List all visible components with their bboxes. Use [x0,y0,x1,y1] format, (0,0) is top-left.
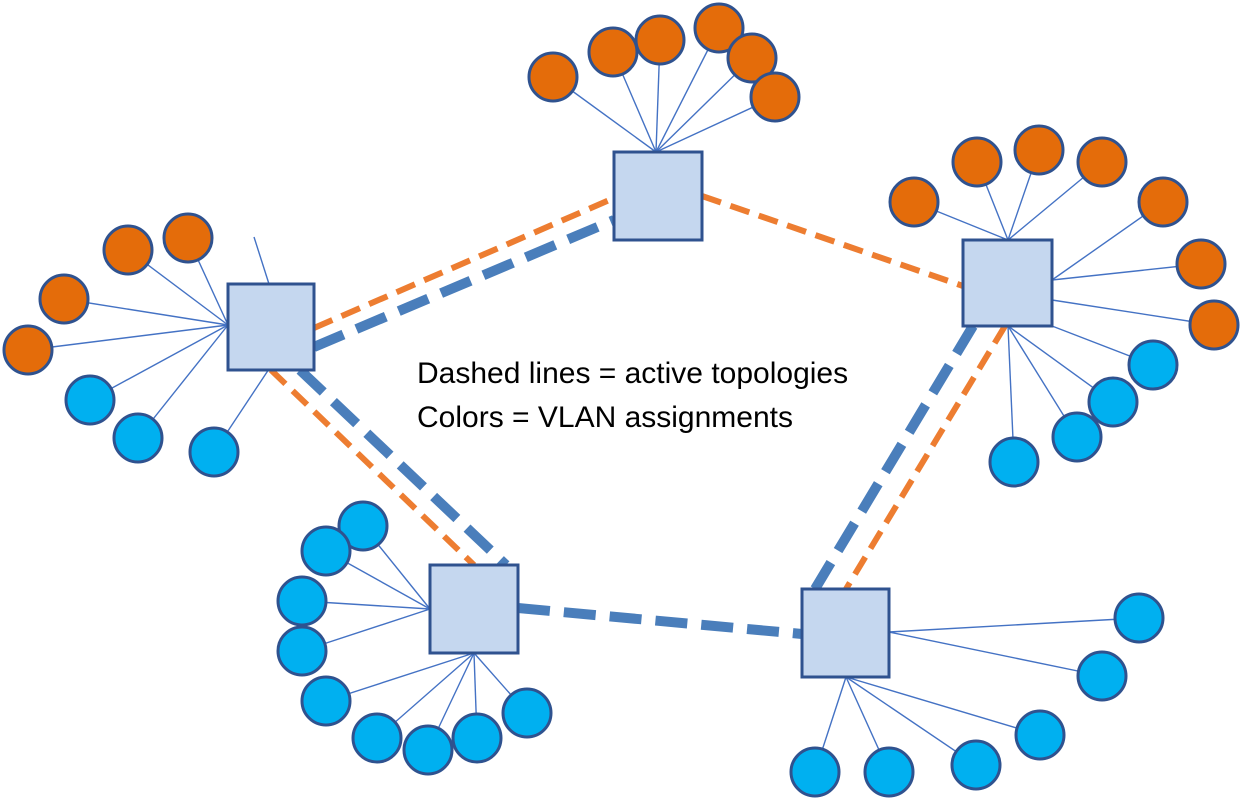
host-link [888,617,1140,633]
host-blue-vlan [337,500,389,552]
host-orange-vlan [162,212,214,264]
host-orange-vlan [726,32,778,84]
host-link [253,236,270,285]
host-link [1051,299,1215,326]
switch-bottom-right [800,587,891,679]
host-link [845,676,977,766]
host-orange-vlan [2,324,54,376]
host-blue-vlan [789,746,841,798]
legend-line-vlans: Colors = VLAN assignments [417,401,793,434]
switch-top [612,150,704,242]
legend-line-topologies: Dashed lines = active topologies [417,357,849,390]
host-blue-vlan [863,746,915,798]
host-blue-vlan [64,374,116,426]
host-blue-vlan [276,575,328,627]
host-blue-vlan [300,525,352,577]
legend: Dashed lines = active topologies Colors … [417,352,848,440]
host-blue-vlan [112,412,164,464]
topology-link-orange [701,193,964,289]
host-blue-vlan [188,426,240,478]
host-orange-vlan [1076,136,1128,188]
host-blue-vlan [351,712,403,764]
host-orange-vlan [587,26,639,78]
host-blue-vlan [1076,650,1128,702]
host-orange-vlan [1175,238,1227,290]
topology-link-orange [843,324,1008,591]
host-blue-vlan [1113,592,1165,644]
host-blue-vlan [1127,339,1179,391]
host-orange-vlan [888,176,940,228]
topology-link-blue [296,366,510,569]
host-blue-vlan [988,436,1040,488]
host-blue-vlan [300,675,352,727]
topology-link-orange [312,195,616,331]
host-blue-vlan [950,739,1002,791]
host-blue-vlan [501,687,553,739]
switches [226,150,1054,679]
host-orange-vlan [527,51,579,103]
host-blue-vlan [451,712,503,764]
host-blue-vlan [1087,376,1139,428]
host-orange-vlan [38,273,90,325]
host-link [63,298,229,326]
host-blue-vlan [1014,709,1066,761]
topology-link-blue [312,215,616,352]
host-blue-vlan [276,625,328,677]
topology-link-blue [517,603,803,639]
topology-links [268,193,1008,639]
host-orange-vlan [102,224,154,276]
host-blue-vlan [1051,411,1103,463]
host-orange-vlan [749,71,801,123]
host-link [888,631,1103,677]
host-link [845,676,1041,736]
host-link [89,324,229,401]
host-link [325,652,475,702]
host-orange-vlan [951,136,1003,188]
host-link [27,324,229,351]
topology-link-orange [268,367,477,568]
host-blue-vlan [402,724,454,776]
host-orange-vlan [1013,124,1065,176]
host-orange-vlan [634,14,686,66]
host-orange-vlan [1188,299,1240,351]
switch-bottom-left [428,563,520,655]
switch-right [961,238,1054,328]
host-orange-vlan [693,2,745,54]
topology-link-blue [810,323,978,592]
switch-left [226,282,316,372]
host-orange-vlan [1137,176,1189,228]
